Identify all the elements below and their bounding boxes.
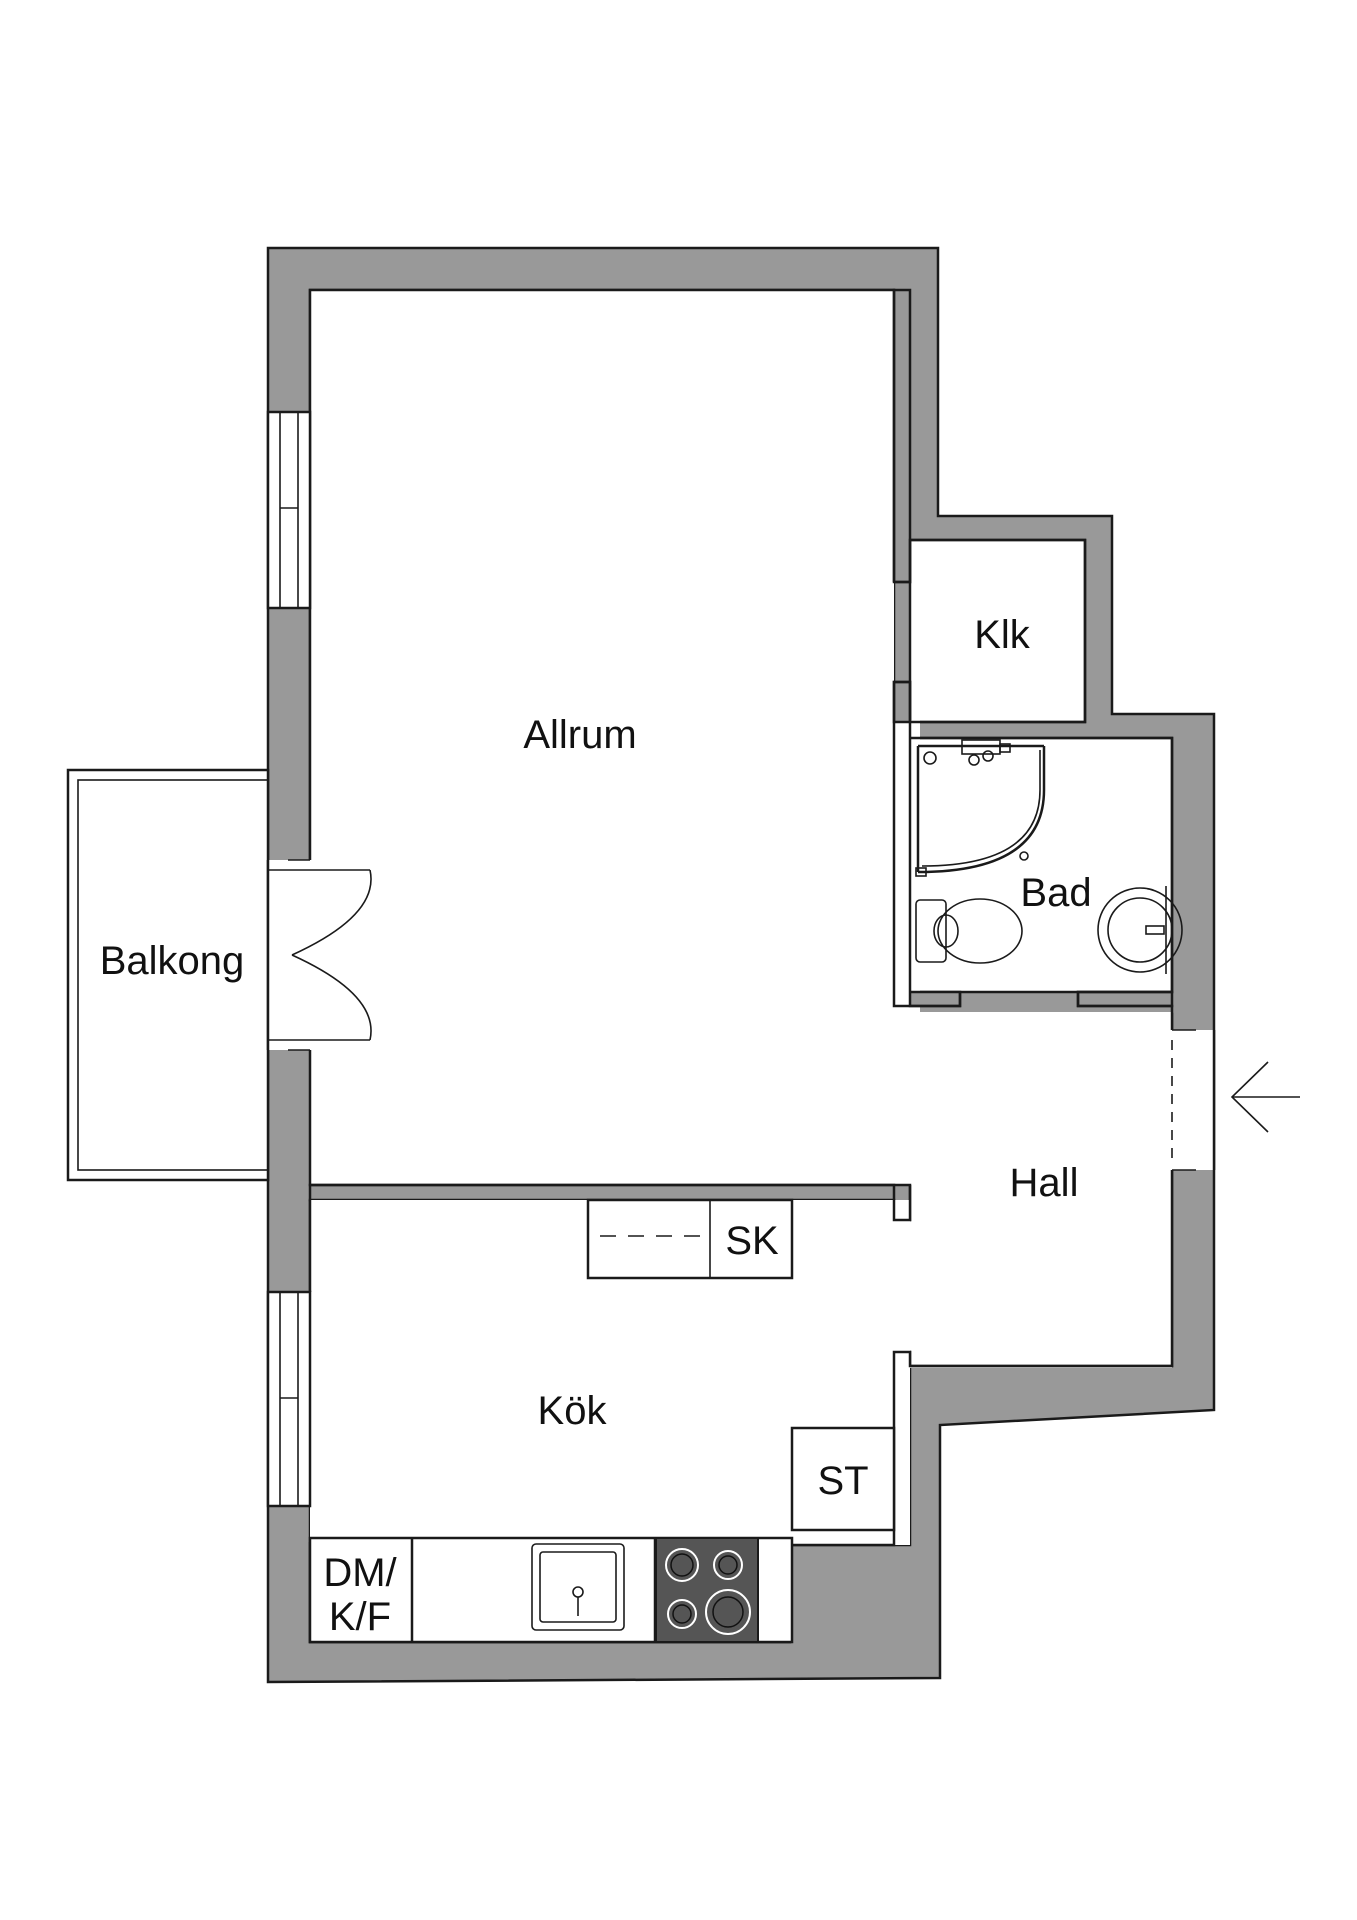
window-kok [266,1290,312,1508]
shower-icon [915,739,1046,877]
room-label-balkong: Balkong [100,939,245,983]
fixture-label-kf: K/F [329,1595,391,1639]
window-allrum [266,410,312,610]
fixture-label-dm: DM/ [323,1551,397,1595]
wardrobe-sk [586,1198,794,1280]
entrance-arrow-icon [1230,1061,1300,1133]
inner-outline-klk [892,538,1087,1008]
storage-st [790,1426,896,1532]
entrance-door[interactable] [1171,1029,1216,1171]
fixture-label-sk: SK [725,1219,779,1263]
allrum-floor [310,290,894,1188]
kitchen-sink-icon [531,1543,625,1631]
balcony-door[interactable] [266,859,372,1051]
hall-floor [894,1012,1172,1368]
stove-icon [655,1537,759,1643]
room-label-bad: Bad [1020,871,1091,915]
balcony [66,768,270,1182]
room-label-klk: Klk [974,613,1031,657]
toilet-icon [915,898,1023,964]
room-label-allrum: Allrum [523,713,636,757]
wall-allrum-klk-top [892,288,912,584]
fixture-label-st: ST [817,1459,868,1503]
inner-outline-allrum-lower [308,1050,912,1222]
sink-icon [1097,886,1183,974]
inner-outline-bad [910,736,1174,1030]
room-label-kok: Kök [538,1389,608,1433]
wall-bad-east-stub [1076,990,1174,1008]
allrum-hall-opening [880,720,920,1180]
room-label-hall: Hall [1010,1161,1079,1205]
kok-hall-opening [894,1222,924,1350]
